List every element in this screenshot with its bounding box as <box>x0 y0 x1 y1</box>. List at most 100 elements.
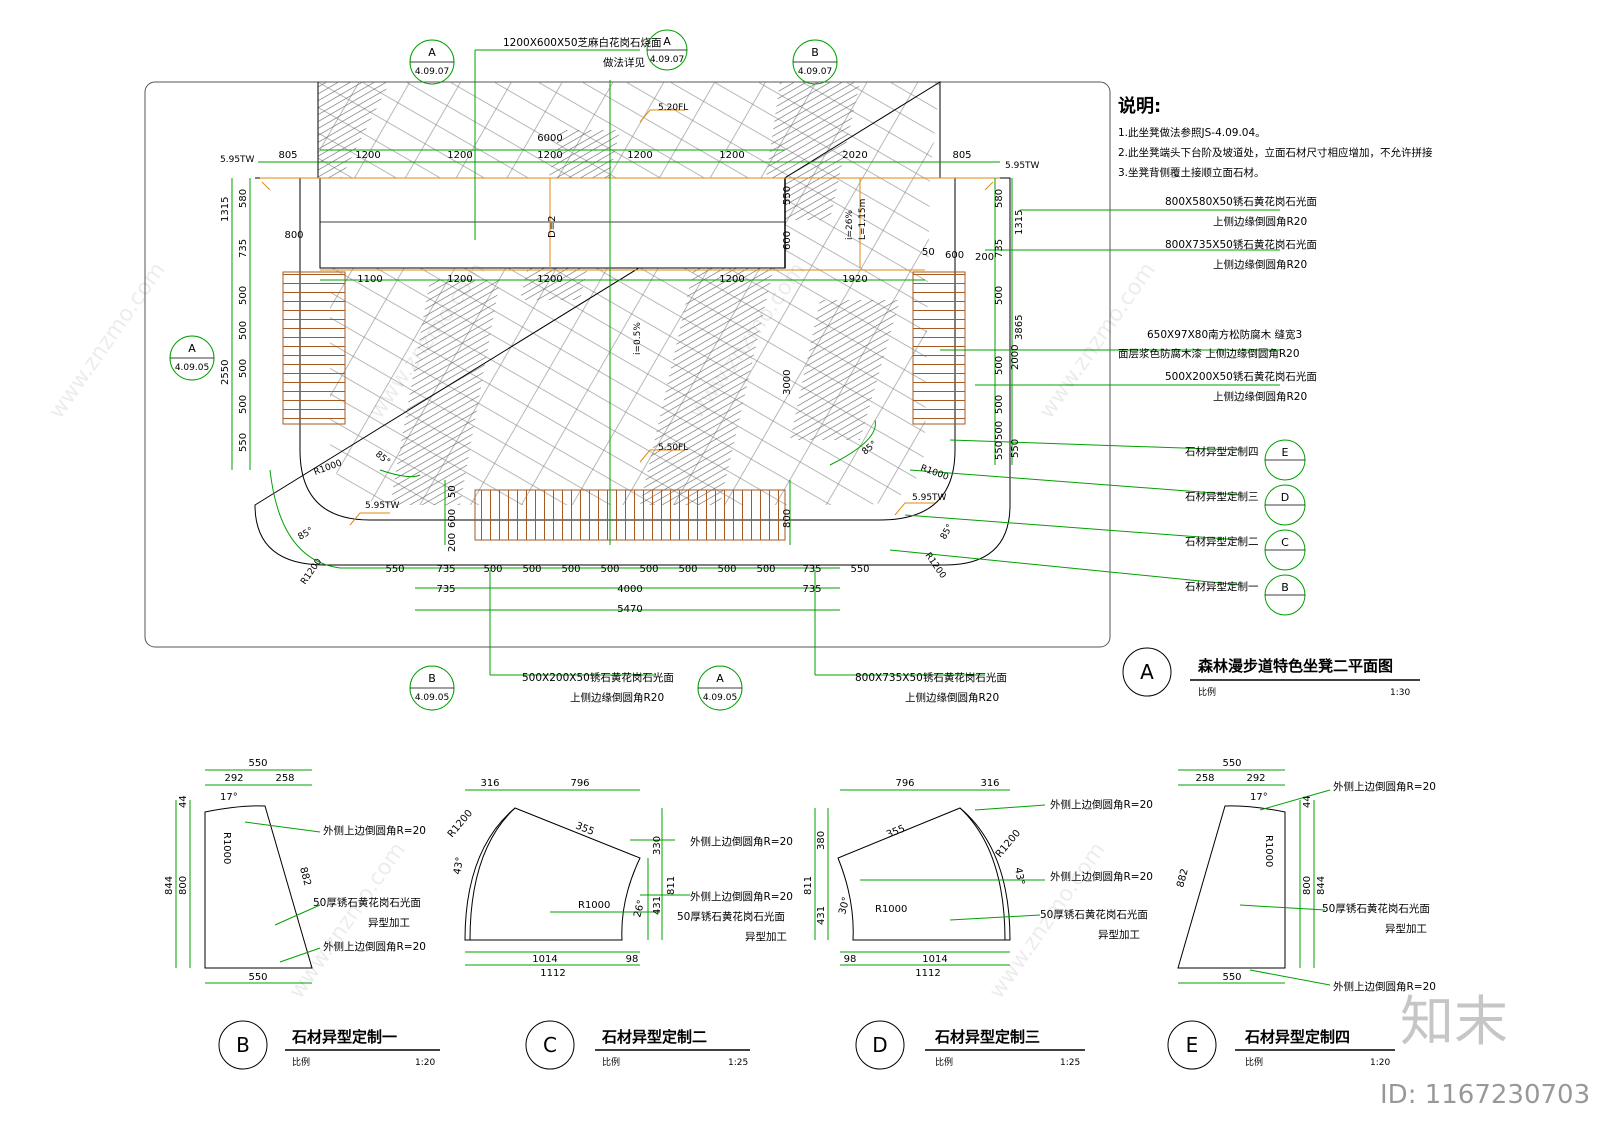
notes-block: 说明: 1.此坐凳做法参照JS-4.09.04。 2.此坐凳端头下台阶及坡道处，… <box>1118 95 1433 179</box>
svg-text:882: 882 <box>297 866 313 887</box>
callout-text: 做法详见 <box>603 56 645 69</box>
elevation-label: 5.50FL <box>658 443 688 453</box>
slope-label: L=1.15m <box>858 199 868 240</box>
svg-text:E: E <box>1186 1033 1199 1057</box>
svg-text:550: 550 <box>850 564 869 575</box>
section-marker[interactable]: B 4.09.07 <box>792 39 838 85</box>
slope-label: i=26% <box>845 210 855 240</box>
svg-text:外侧上边倒圆角R=20: 外侧上边倒圆角R=20 <box>1333 980 1436 993</box>
angle-label: 85° <box>939 523 956 542</box>
svg-text:比例: 比例 <box>935 1056 953 1068</box>
svg-text:4.09.07: 4.09.07 <box>415 67 449 77</box>
svg-text:B: B <box>811 46 819 59</box>
detail-title-c: C 石材异型定制二 比例 1:25 <box>525 1020 750 1070</box>
dim-text: 500 <box>994 286 1005 305</box>
bottom-dim-row: 550 735 500 500 500 500 500 500 500 500 … <box>385 564 869 615</box>
svg-text:D: D <box>1281 491 1289 504</box>
section-marker[interactable]: B 4.09.05 <box>409 665 455 711</box>
svg-text:500: 500 <box>756 564 775 575</box>
svg-text:石材异型定制二: 石材异型定制二 <box>601 1028 707 1046</box>
dim-text: 500 <box>994 356 1005 375</box>
plan-title: 森林漫步道特色坐凳二平面图 <box>1198 657 1393 675</box>
svg-text:735: 735 <box>436 564 455 575</box>
callout-text: 上侧边缘倒圆角R20 <box>1213 215 1307 228</box>
svg-text:800: 800 <box>178 876 189 895</box>
svg-text:C: C <box>543 1033 557 1057</box>
custom-list-item[interactable]: 石材异型定制一 B <box>1185 574 1306 616</box>
svg-text:44: 44 <box>178 795 189 808</box>
svg-text:A: A <box>188 342 196 355</box>
svg-text:811: 811 <box>803 876 814 895</box>
wood-slats-bottom <box>474 489 786 541</box>
elevation-label: 5.95TW <box>912 493 947 503</box>
svg-text:258: 258 <box>275 773 294 784</box>
svg-text:比例: 比例 <box>1245 1056 1263 1068</box>
dim-text: 1200 <box>355 150 380 161</box>
slope-label: i=0.5% <box>633 322 643 355</box>
section-marker[interactable]: A 4.09.05 <box>169 335 215 381</box>
svg-text:异型加工: 异型加工 <box>1098 928 1140 941</box>
svg-text:石材异型定制三: 石材异型定制三 <box>1185 490 1259 503</box>
custom-list-item[interactable]: 石材异型定制四 E <box>1185 439 1306 481</box>
svg-text:500: 500 <box>561 564 580 575</box>
dim-text: 50 <box>922 247 935 258</box>
svg-text:R1200: R1200 <box>994 828 1023 860</box>
dim-text: 1200 <box>537 150 562 161</box>
svg-text:316: 316 <box>480 778 499 789</box>
svg-text:735: 735 <box>802 584 821 595</box>
svg-text:A: A <box>663 35 671 48</box>
dim-text: 1200 <box>719 274 744 285</box>
svg-text:50厚锈石黄花岗石光面: 50厚锈石黄花岗石光面 <box>677 910 785 923</box>
svg-text:D: D <box>872 1033 887 1057</box>
dim-text: 800 <box>782 509 793 528</box>
svg-text:4.09.07: 4.09.07 <box>798 67 832 77</box>
callout-text: 上侧边缘倒圆角R20 <box>1213 390 1307 403</box>
plan-title-block: A 森林漫步道特色坐凳二平面图 比例 1:30 <box>1122 647 1420 698</box>
callout-text: 800X735X50锈石黄花岗石光面 <box>855 671 1007 684</box>
svg-text:800: 800 <box>1302 876 1313 895</box>
svg-text:796: 796 <box>570 778 589 789</box>
dim-text: 550 <box>994 441 1005 460</box>
custom-list-item[interactable]: 石材异型定制三 D <box>1185 484 1306 526</box>
dim-text: 500 <box>994 421 1005 440</box>
svg-text:5470: 5470 <box>617 604 642 615</box>
callout-text: 上侧边缘倒圆角R20 <box>570 691 664 704</box>
dim-text: 50 <box>447 485 458 498</box>
svg-text:500: 500 <box>639 564 658 575</box>
dim-text: 600 <box>945 250 964 261</box>
dimension-lines <box>231 49 1280 676</box>
svg-text:550: 550 <box>248 972 267 983</box>
svg-text:735: 735 <box>802 564 821 575</box>
svg-text:4000: 4000 <box>617 584 642 595</box>
svg-text:石材异型定制二: 石材异型定制二 <box>1185 535 1259 548</box>
dim-text: 2020 <box>842 150 867 161</box>
svg-text:比例: 比例 <box>1198 686 1216 698</box>
svg-text:外侧上边倒圆角R=20: 外侧上边倒圆角R=20 <box>690 890 793 903</box>
dim-text: 735 <box>994 239 1005 258</box>
section-marker[interactable]: A 4.09.07 <box>646 29 688 71</box>
svg-text:98: 98 <box>626 954 639 965</box>
svg-text:异型加工: 异型加工 <box>745 930 787 943</box>
callout-text: 上侧边缘倒圆角R20 <box>1213 258 1307 271</box>
notes-heading: 说明: <box>1118 95 1161 117</box>
section-marker[interactable]: A 4.09.05 <box>697 665 743 711</box>
svg-text:外侧上边倒圆角R=20: 外侧上边倒圆角R=20 <box>690 835 793 848</box>
svg-text:外侧上边倒圆角R=20: 外侧上边倒圆角R=20 <box>323 940 426 953</box>
section-marker[interactable]: A 4.09.07 <box>409 39 455 85</box>
note-item: 3.坐凳背侧覆土接顺立面石材。 <box>1118 166 1265 179</box>
radius-label: R1000 <box>919 463 950 482</box>
svg-text:43°: 43° <box>452 856 466 875</box>
svg-text:355: 355 <box>885 823 907 840</box>
dim-text: 600 <box>782 231 793 250</box>
svg-text:26°: 26° <box>632 899 647 919</box>
callout-text: 500X200X50锈石黄花岗石光面 <box>1165 370 1317 383</box>
custom-list-item[interactable]: 石材异型定制二 C <box>1185 529 1306 571</box>
plan-drawing <box>144 49 1280 676</box>
svg-text:B: B <box>236 1033 250 1057</box>
svg-text:550: 550 <box>385 564 404 575</box>
svg-text:258: 258 <box>1195 773 1214 784</box>
dim-text: 500 <box>238 286 249 305</box>
dim-text: 200 <box>975 252 994 263</box>
dim-text: 3000 <box>782 370 793 395</box>
